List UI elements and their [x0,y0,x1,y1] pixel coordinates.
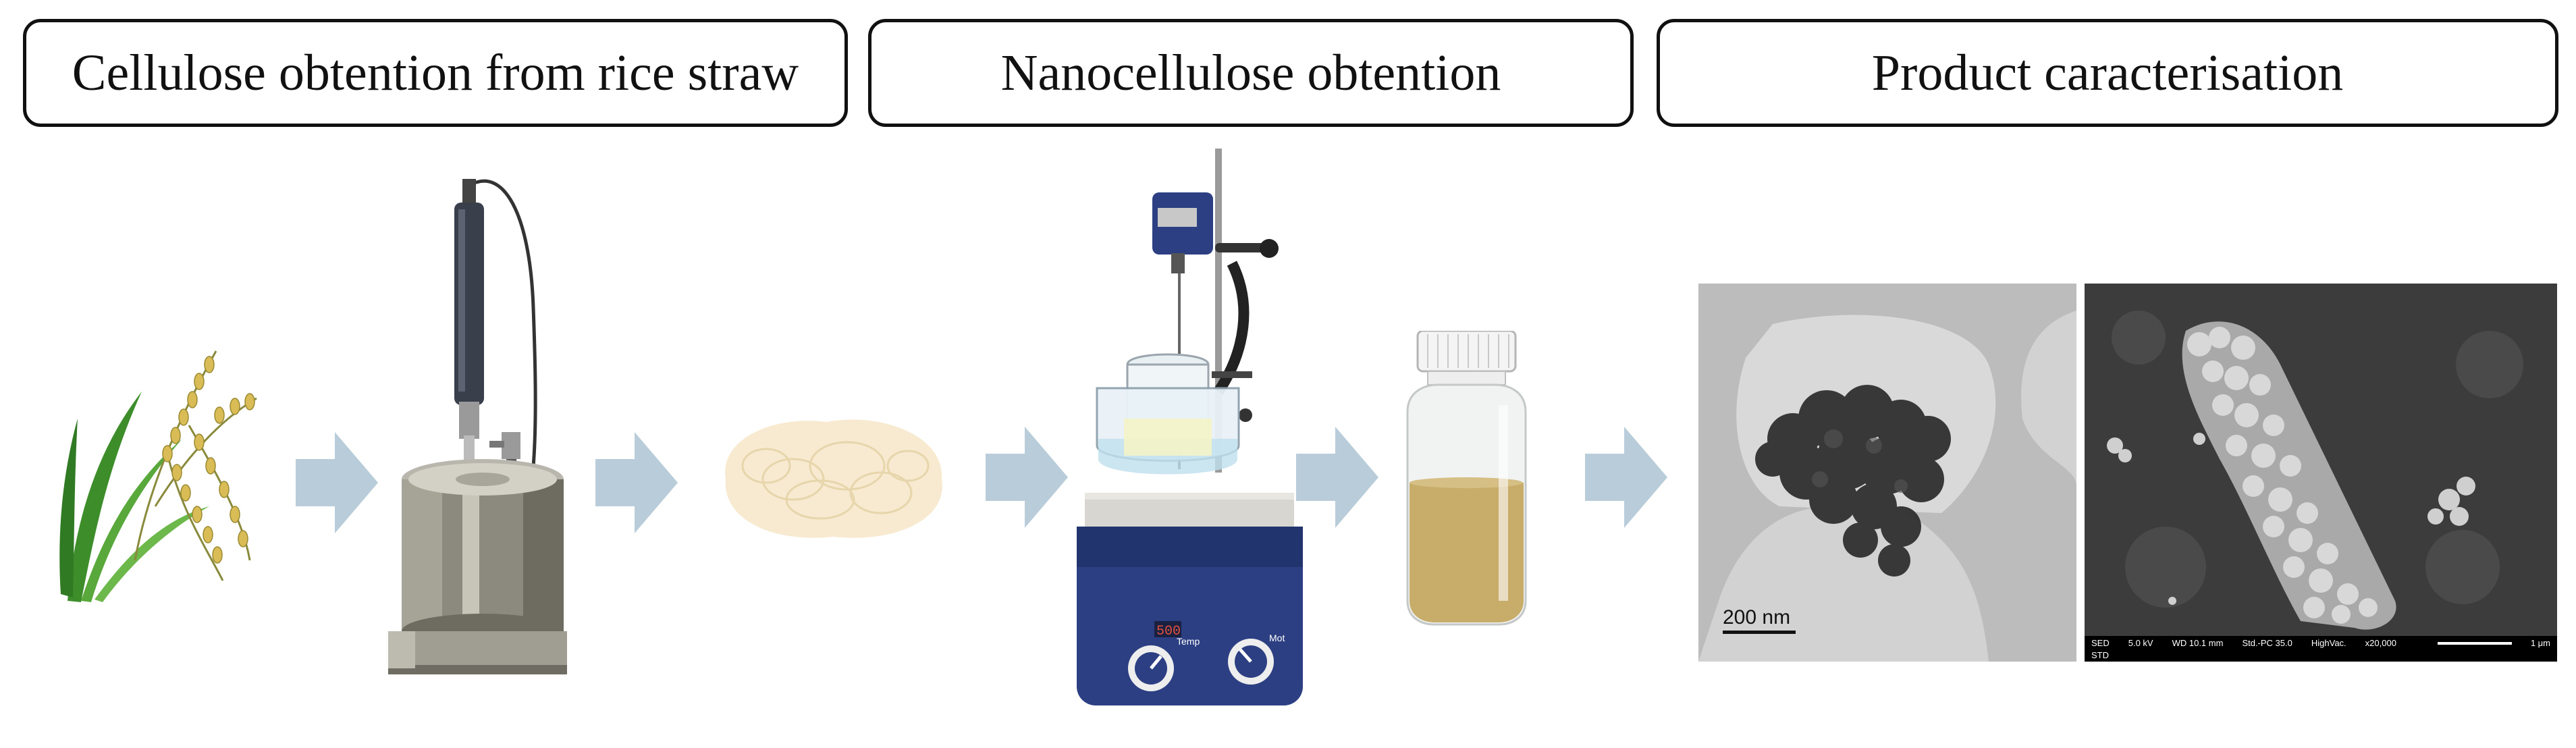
suspension-bottle-icon [1406,331,1527,626]
step-3-title: Product caracterisation [1871,44,2344,101]
sem-working-distance: WD 10.1 mm [2172,638,2224,648]
sem-voltage: 5.0 kV [2128,638,2153,648]
motor-knob-label: Mot [1269,633,1285,643]
ultrasonic-homogenizer-icon [388,179,567,674]
arrow-4-icon [1296,427,1378,528]
tem-scale-label: 200 nm [1723,606,1791,629]
sem-info-bar: SED 5.0 kV WD 10.1 mm Std.-PC 35.0 HighV… [2085,636,2557,662]
sem-magnification: x20,000 [2365,638,2396,648]
step-2-title: Nanocellulose obtention [1000,44,1501,101]
arrow-5-icon [1585,427,1667,528]
sem-probe: Std.-PC 35.0 [2242,638,2292,648]
rice-plant-icon [59,350,257,602]
sem-vacuum: HighVac. [2311,638,2346,648]
temp-knob-label: Temp [1177,636,1200,647]
step-2-header: Nanocellulose obtention [868,19,1634,127]
cellulose-fibers-icon [725,419,942,538]
sem-info-row2: STD [2091,650,2109,660]
arrow-2-icon [595,432,678,533]
sem-scale-label: 1 μm [2530,638,2550,648]
step-1-title: Cellulose obtention from rice straw [72,44,799,101]
tem-micrograph: 200 nm [1698,284,2076,662]
arrow-3-icon [986,427,1068,528]
hotplate-stirrer-icon: 500 Temp Mot [1077,149,1303,705]
stirrer-display: 500 [1156,624,1181,639]
step-3-header: Product caracterisation [1657,19,2558,127]
step-1-header: Cellulose obtention from rice straw [23,19,848,127]
sem-micrograph: SED 5.0 kV WD 10.1 mm Std.-PC 35.0 HighV… [2085,284,2557,662]
arrow-1-icon [296,432,378,533]
sem-detector: SED [2091,638,2110,648]
sem-scale-bar [2437,642,2512,645]
